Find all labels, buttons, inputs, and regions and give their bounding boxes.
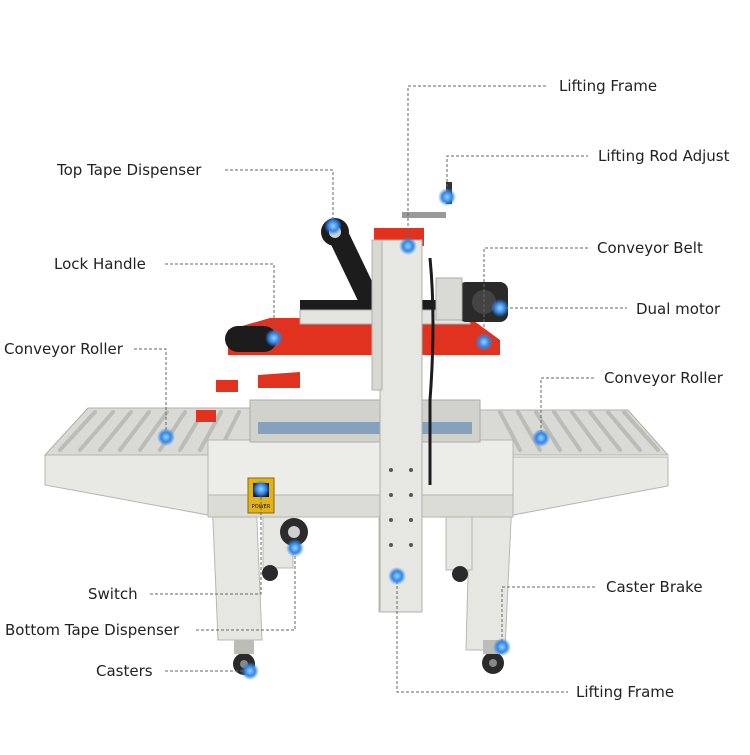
label-casters: Casters xyxy=(96,662,153,680)
leader-conveyor-roller-right xyxy=(540,377,596,438)
leader-lifting-rod-adjust xyxy=(446,155,588,197)
marker-caster-brake xyxy=(493,638,511,656)
label-lock-handle: Lock Handle xyxy=(54,255,146,273)
marker-top-tape-dispenser xyxy=(324,217,342,235)
marker-conveyor-roller-left xyxy=(157,428,175,446)
leader-lines xyxy=(134,85,627,693)
label-lifting-frame-top: Lifting Frame xyxy=(559,77,658,95)
label-caster-brake: Caster Brake xyxy=(606,578,703,596)
marker-lifting-rod-adjust xyxy=(438,188,456,206)
callout-markers xyxy=(157,188,550,680)
label-conveyor-belt: Conveyor Belt xyxy=(597,239,703,257)
label-switch: Switch xyxy=(88,585,138,603)
caster-wheels xyxy=(233,565,504,675)
leader-bottom-tape-dispenser xyxy=(196,548,296,631)
label-conveyor-roller-right: Conveyor Roller xyxy=(604,369,723,387)
label-top-tape-dispenser: Top Tape Dispenser xyxy=(57,161,202,179)
marker-conveyor-belt xyxy=(475,333,493,351)
marker-casters xyxy=(241,662,259,680)
leader-caster-brake xyxy=(501,586,596,647)
leader-switch xyxy=(150,489,262,595)
label-lifting-rod-adjust: Lifting Rod Adjust xyxy=(598,147,730,165)
marker-bottom-tape-dispenser xyxy=(286,539,304,557)
leader-top-tape-dispenser xyxy=(225,169,334,226)
label-dual-motor: Dual motor xyxy=(636,300,721,318)
leader-conveyor-roller-left xyxy=(134,348,167,437)
leader-lock-handle xyxy=(165,263,275,338)
marker-conveyor-roller-right xyxy=(532,429,550,447)
label-conveyor-roller-left: Conveyor Roller xyxy=(4,340,123,358)
marker-lifting-frame-bottom xyxy=(388,567,406,585)
marker-switch xyxy=(252,480,270,498)
label-lifting-frame-bottom: Lifting Frame xyxy=(576,683,675,701)
marker-dual-motor xyxy=(491,299,509,317)
leader-lifting-frame-top xyxy=(407,85,548,246)
marker-lifting-frame-top xyxy=(399,237,417,255)
roller-tables xyxy=(43,407,670,516)
label-bottom-tape-dispenser: Bottom Tape Dispenser xyxy=(5,621,180,639)
leader-conveyor-belt xyxy=(483,247,588,342)
leader-lifting-frame-bottom xyxy=(396,576,568,693)
marker-lock-handle xyxy=(265,329,283,347)
bottom-tape-roll xyxy=(280,518,308,546)
